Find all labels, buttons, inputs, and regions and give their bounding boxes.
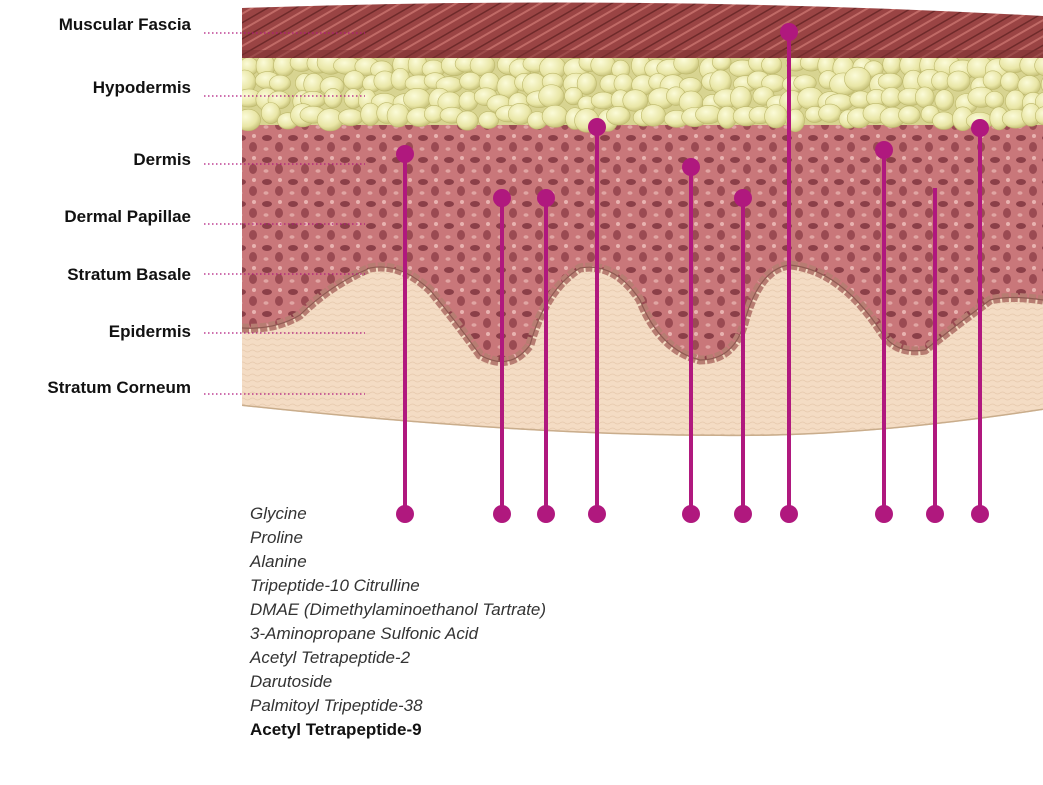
pin-top-dot bbox=[396, 145, 414, 163]
fat-cell bbox=[844, 67, 870, 91]
fat-cell bbox=[819, 104, 842, 122]
pin-top-dot bbox=[875, 141, 893, 159]
fat-cell bbox=[460, 72, 481, 90]
fat-cell bbox=[324, 88, 342, 108]
fat-cell bbox=[641, 105, 665, 127]
pin-bottom-dot bbox=[971, 505, 989, 523]
fat-cell bbox=[235, 109, 260, 131]
ingredient-item: 3-Aminopropane Sulfonic Acid bbox=[250, 622, 546, 646]
pin-top-dot bbox=[780, 23, 798, 41]
fat-cell bbox=[915, 87, 934, 108]
fat-cell bbox=[935, 90, 954, 111]
fat-cell bbox=[269, 75, 290, 91]
fat-cell bbox=[387, 104, 409, 127]
layer-label-stratum-corneum: Stratum Corneum bbox=[47, 378, 191, 398]
layer-label-dermal-papillae: Dermal Papillae bbox=[64, 207, 191, 227]
layer-label-epidermis: Epidermis bbox=[109, 322, 191, 342]
pin-bottom-dot bbox=[875, 505, 893, 523]
fat-cell bbox=[985, 91, 1004, 108]
muscular-fascia-region bbox=[242, 0, 1043, 58]
layer-label-dermis: Dermis bbox=[133, 150, 191, 170]
layer-label-hypodermis: Hypodermis bbox=[93, 78, 191, 98]
fat-cell bbox=[765, 105, 788, 129]
fat-cell bbox=[456, 111, 478, 130]
fat-cell bbox=[730, 86, 751, 109]
ingredient-item: Acetyl Tetrapeptide-2 bbox=[250, 646, 546, 670]
fat-cell bbox=[947, 71, 970, 91]
ingredient-item: Darutoside bbox=[250, 670, 546, 694]
pin-top-dot bbox=[734, 189, 752, 207]
ingredient-item: DMAE (Dimethylaminoethanol Tartrate) bbox=[250, 598, 546, 622]
fat-cell bbox=[542, 105, 568, 127]
tissue-block bbox=[233, 0, 1043, 470]
ingredient-item: Alanine bbox=[250, 550, 546, 574]
pin-top-dot bbox=[588, 118, 606, 136]
layer-label-muscular-fascia: Muscular Fascia bbox=[59, 15, 191, 35]
pin-bottom-dot bbox=[926, 505, 944, 523]
fat-cell bbox=[338, 109, 363, 126]
ingredient-item: Tripeptide-10 Citrulline bbox=[250, 574, 546, 598]
pin-top-dot bbox=[537, 189, 555, 207]
ingredient-item: Glycine bbox=[250, 502, 546, 526]
fat-cell bbox=[539, 85, 564, 108]
pin-top-dot bbox=[493, 189, 511, 207]
pin-bottom-dot bbox=[780, 505, 798, 523]
pin-bottom-dot bbox=[734, 505, 752, 523]
pin-top-dot bbox=[682, 158, 700, 176]
ingredient-list: Glycine Proline Alanine Tripeptide-10 Ci… bbox=[250, 502, 546, 742]
fat-cell bbox=[983, 71, 1002, 90]
pin-bottom-dot bbox=[588, 505, 606, 523]
pin-top-dot bbox=[971, 119, 989, 137]
ingredient-item: Palmitoyl Tripeptide-38 bbox=[250, 694, 546, 718]
fat-cell bbox=[606, 106, 630, 125]
ingredient-item-featured: Acetyl Tetrapeptide-9 bbox=[250, 718, 546, 742]
fat-cell bbox=[933, 112, 955, 129]
fat-cell bbox=[761, 56, 781, 74]
fat-cell bbox=[898, 106, 920, 124]
fat-cell bbox=[1001, 72, 1020, 91]
pin-bottom-dot bbox=[682, 505, 700, 523]
fat-cell bbox=[403, 88, 430, 110]
ingredient-item: Proline bbox=[250, 526, 546, 550]
layer-label-stratum-basale: Stratum Basale bbox=[67, 265, 191, 285]
fat-cell bbox=[344, 71, 365, 90]
